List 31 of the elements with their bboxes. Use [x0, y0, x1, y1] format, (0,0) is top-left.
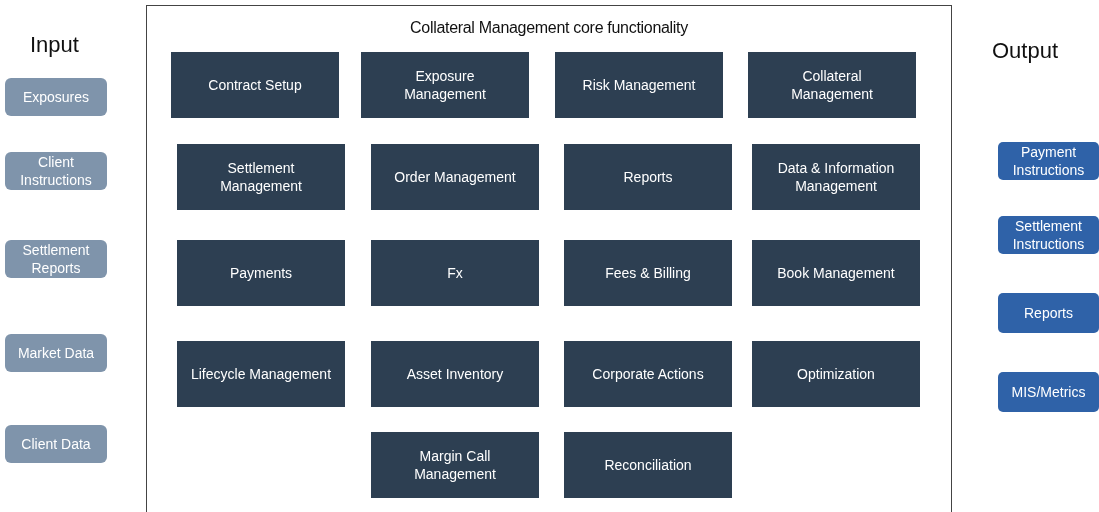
function-box: Book Management [752, 240, 920, 306]
function-box: Risk Management [555, 52, 723, 118]
function-box: Contract Setup [171, 52, 339, 118]
function-box: Payments [177, 240, 345, 306]
function-box: Collateral Management [748, 52, 916, 118]
input-box: Exposures [5, 78, 107, 116]
output-box: Payment Instructions [998, 142, 1099, 180]
input-box: Settlement Reports [5, 240, 107, 278]
function-box: Fees & Billing [564, 240, 732, 306]
function-box: Order Management [371, 144, 539, 210]
input-box: Client Instructions [5, 152, 107, 190]
function-box: Reports [564, 144, 732, 210]
function-box: Optimization [752, 341, 920, 407]
function-box: Data & Information Management [752, 144, 920, 210]
function-box: Margin Call Management [371, 432, 539, 498]
function-box: Settlement Management [177, 144, 345, 210]
output-box: Settlement Instructions [998, 216, 1099, 254]
column-heading: Output [992, 38, 1059, 64]
function-box: Reconciliation [564, 432, 732, 498]
function-box: Exposure Management [361, 52, 529, 118]
function-box: Corporate Actions [564, 341, 732, 407]
function-box: Fx [371, 240, 539, 306]
function-box: Asset Inventory [371, 341, 539, 407]
column-heading: Input [30, 32, 79, 58]
input-box: Market Data [5, 334, 107, 372]
panel-title: Collateral Management core functionality [410, 18, 688, 38]
output-box: Reports [998, 293, 1099, 333]
function-box: Lifecycle Management [177, 341, 345, 407]
output-box: MIS/Metrics [998, 372, 1099, 412]
container-panel [146, 5, 952, 512]
input-box: Client Data [5, 425, 107, 463]
